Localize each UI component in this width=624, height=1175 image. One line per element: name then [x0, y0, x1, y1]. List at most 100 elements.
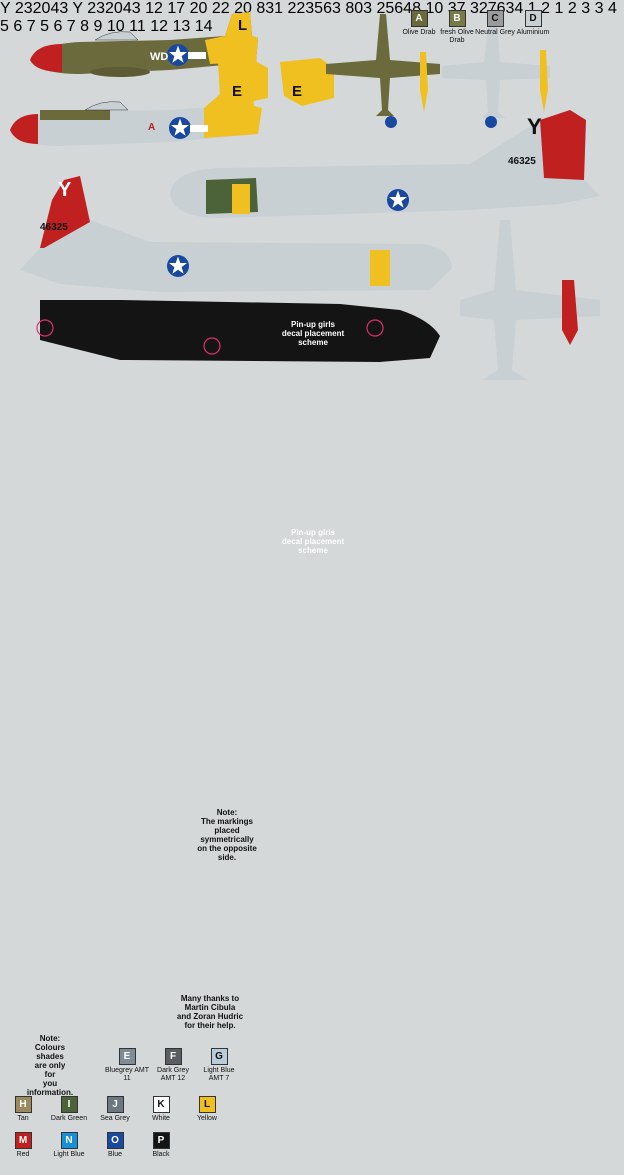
colour-swatch: M	[14, 1132, 32, 1149]
colour-name: Dark Green	[50, 1115, 88, 1122]
colour-swatch: I	[60, 1096, 78, 1113]
note-colours: Note: Colours shades are only for you in…	[26, 1034, 74, 1097]
b17-4-tail-letter: Y	[72, 0, 83, 17]
c47-12-serial: 25648	[376, 0, 421, 17]
colour-swatch: L	[198, 1096, 216, 1113]
callout-6-b: 6	[53, 18, 63, 35]
colour-name: Yellow	[197, 1115, 217, 1122]
b17-3-left-tail-serial: 46325	[40, 222, 68, 233]
colour-swatch: D	[524, 10, 542, 27]
fighter-6-number: 17	[167, 0, 186, 17]
note-thanks: Many thanks to Martin Cibula and Zoran H…	[176, 994, 244, 1030]
p51-tail-letter-l: L	[238, 17, 247, 34]
colour-name: Light Blue AMT 7	[203, 1067, 235, 1082]
p51-tail-letter-e: E	[232, 83, 242, 100]
callout-2-b: 2	[567, 0, 577, 17]
b17-3-tail-letter: Y	[527, 114, 542, 139]
pinup-label-1: Pin-up girls decal placement scheme	[281, 320, 345, 347]
colour-swatch: O	[106, 1132, 124, 1149]
c47-12-number: 803	[345, 0, 373, 17]
callout-3-a: 3	[581, 0, 591, 17]
bomber-14-serial: 327634	[469, 0, 524, 17]
colour-swatch: J	[106, 1096, 124, 1113]
callout-12: 12	[150, 18, 168, 35]
callout-9: 9	[93, 18, 103, 35]
callout-5-a: 5	[0, 18, 9, 35]
b17-3-left-profile	[20, 176, 452, 292]
colour-name: Bluegrey AMT 11	[105, 1067, 149, 1082]
callout-3-b: 3	[594, 0, 604, 17]
bomber-13-number: 10	[425, 0, 444, 17]
callout-7-b: 7	[66, 18, 76, 35]
colour-chip-o: O Blue	[92, 1132, 138, 1159]
colour-name: Light Blue	[53, 1151, 85, 1158]
colour-name: Blue	[107, 1151, 122, 1158]
b17-3-tail-serial: 46325	[508, 156, 536, 167]
callout-1-a: 1	[527, 0, 537, 17]
colour-swatch: H	[14, 1096, 32, 1113]
colour-name: Tan	[17, 1115, 29, 1122]
colour-name: White	[152, 1115, 170, 1122]
fighter-7-number: 20	[189, 0, 208, 17]
colour-chip-p: P Black	[138, 1132, 184, 1159]
colour-swatch: C	[486, 10, 504, 27]
bomber-8-number: 22	[211, 0, 230, 17]
b17-3-left-tail-letter: Y	[58, 179, 72, 201]
colour-chip-d: D Aluminium	[510, 10, 556, 37]
p51-tail-letter-e-2: E	[292, 83, 302, 100]
pinup-silhouette-1	[36, 300, 440, 362]
colour-chip-n: N Light Blue	[46, 1132, 92, 1159]
b17-olive-tail-letter: Y	[0, 0, 11, 17]
p51-code-wd: WD	[150, 51, 168, 63]
callout-5-b: 5	[40, 18, 49, 35]
colour-swatch: G	[210, 1048, 228, 1065]
colour-swatch: N	[60, 1132, 78, 1149]
callout-10: 10	[106, 18, 125, 35]
callout-4: 4	[607, 0, 617, 17]
p51-code-a: A	[148, 122, 155, 133]
b17-3-side-profile	[170, 110, 600, 218]
colour-chip-e: E Bluegrey AMT 11	[104, 1048, 150, 1083]
colour-name: Red	[16, 1151, 30, 1158]
p51-1-side-profile	[30, 12, 258, 77]
colour-name: Neutral Grey	[475, 29, 515, 36]
colour-swatch: F	[164, 1048, 182, 1065]
p51-top-views	[326, 14, 550, 128]
callout-2-a: 2	[541, 0, 551, 17]
note-symmetric: Note: The markings placed symmetrically …	[197, 808, 257, 862]
callout-11: 11	[129, 18, 146, 35]
callout-1-b: 1	[554, 0, 564, 17]
b17-top-view	[460, 220, 600, 380]
b17-olive-serial: 232043	[14, 0, 69, 17]
callout-13: 13	[172, 18, 191, 35]
c47-11-number: 831	[256, 0, 284, 17]
colour-chip-f: F Dark Grey AMT 12	[150, 1048, 196, 1083]
colour-swatch: B	[448, 10, 466, 27]
pinup-label-2: Pin-up girls decal placement scheme	[281, 528, 345, 555]
b17-4-serial: 232043	[87, 0, 141, 17]
colour-swatch: E	[118, 1048, 136, 1065]
c47-11-serial: 223563	[287, 0, 341, 17]
colour-name: Aluminium	[516, 29, 550, 36]
colour-chip-h: H Tan	[0, 1096, 46, 1123]
colour-name: fresh Olive Drab	[440, 29, 474, 44]
p51-2-side-profile	[10, 58, 334, 146]
callout-14: 14	[194, 18, 213, 35]
colour-chip-i: I Dark Green	[46, 1096, 92, 1123]
colour-chip-c: C Neutral Grey	[472, 10, 518, 37]
colour-name: Black	[152, 1151, 170, 1158]
colour-chip-m: M Red	[0, 1132, 46, 1159]
colour-chip-l: L Yellow	[184, 1096, 230, 1123]
colour-chip-g: G Light Blue AMT 7	[196, 1048, 242, 1083]
colour-swatch: K	[152, 1096, 170, 1113]
fighter-5-number: 12	[145, 0, 163, 17]
colour-swatch: P	[152, 1132, 170, 1149]
callout-7-a: 7	[26, 18, 36, 35]
colour-name: Dark Grey AMT 12	[157, 1067, 189, 1082]
colour-swatch: A	[410, 10, 428, 27]
colour-chip-k: K White	[138, 1096, 184, 1123]
callout-6-a: 6	[13, 18, 23, 35]
